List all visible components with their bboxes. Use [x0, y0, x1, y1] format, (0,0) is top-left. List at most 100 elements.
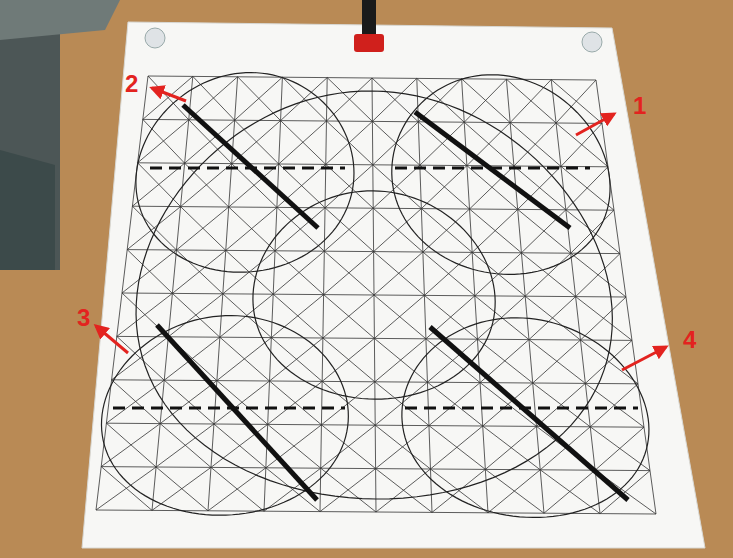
grid-line [432, 469, 485, 512]
grid-line [271, 295, 323, 338]
drawn-circle [402, 318, 649, 518]
grid-line [525, 296, 580, 340]
grid-line [143, 76, 193, 119]
dashed-line [395, 167, 590, 170]
grid-line [324, 295, 375, 339]
grid-line [279, 121, 327, 164]
grid-line [521, 210, 565, 253]
grid-line [483, 383, 533, 426]
drawn-circle [136, 91, 612, 499]
grid-line [430, 469, 488, 513]
pointer-arrow [96, 326, 128, 353]
grid-line [375, 382, 427, 425]
grid-line [533, 340, 581, 383]
grid-line [427, 382, 482, 426]
grid-line [321, 425, 375, 468]
grid-line [324, 251, 374, 295]
drawn-circle [253, 191, 495, 399]
dark-object [0, 0, 60, 270]
drawn-circle [136, 73, 354, 273]
grid-line [235, 77, 283, 120]
thick-line [157, 325, 317, 500]
pointer-arrow [622, 347, 666, 370]
grid-line [430, 426, 482, 469]
grid-line [571, 253, 626, 297]
grid-line [168, 294, 222, 337]
grid-line [536, 383, 585, 426]
grid-line [176, 207, 228, 250]
grid-line [590, 384, 638, 427]
grid-line [160, 381, 217, 424]
grid-line [326, 121, 372, 165]
grid-line [506, 79, 556, 123]
dashed-line [150, 167, 345, 170]
drawn-circle [101, 316, 348, 516]
grid-line [321, 468, 376, 512]
grid-line [485, 469, 544, 513]
grid-line [566, 210, 620, 254]
grid-line [423, 252, 475, 296]
grid-line [122, 250, 176, 293]
grid-line [112, 337, 169, 380]
grid-line [551, 80, 602, 124]
grid-line [472, 209, 518, 252]
grid-line [376, 469, 430, 512]
grid-line [424, 295, 477, 339]
grid-line [480, 383, 536, 427]
dashed-line [113, 407, 345, 410]
callout-number: 4 [683, 328, 696, 352]
grid-line [429, 426, 485, 470]
pointer-arrow [576, 114, 614, 135]
grid-line [576, 254, 620, 297]
grid-line [273, 251, 324, 294]
dark-object [0, 0, 120, 40]
grid-line [525, 253, 571, 296]
red-block [354, 34, 384, 52]
grid-line [580, 297, 626, 340]
grid-line [595, 427, 644, 470]
grid-line [322, 338, 374, 381]
grid-line [323, 338, 375, 382]
grid-line [576, 297, 632, 341]
grid-line [374, 295, 426, 339]
grid-line [211, 424, 268, 467]
grid-line [518, 209, 571, 253]
grid-line [544, 470, 595, 513]
grid-line [510, 80, 551, 123]
pin [582, 32, 602, 52]
grid-line [376, 426, 429, 469]
callout-number: 3 [77, 306, 90, 330]
callout-number: 2 [125, 72, 138, 96]
grid-line [266, 425, 322, 468]
grid-line [373, 208, 423, 252]
grid-line [277, 164, 326, 207]
grid-line [181, 164, 232, 207]
grid-line [464, 122, 514, 166]
grid-line [268, 381, 322, 424]
grid-line [429, 383, 480, 426]
grid-line [561, 166, 614, 210]
grid-line [324, 208, 373, 251]
dark-object [0, 150, 55, 270]
callout-number: 1 [633, 94, 646, 118]
grid-line [566, 167, 608, 210]
grid-line [323, 295, 374, 338]
grid-line [374, 252, 425, 296]
paper-sheet [82, 22, 705, 548]
grid-line [462, 79, 511, 123]
grid-line [585, 383, 644, 427]
thick-line [430, 327, 628, 500]
grid-line [374, 209, 422, 252]
grid-line [321, 425, 375, 469]
grid-line [106, 380, 164, 423]
grid-line [420, 165, 470, 209]
grid-line [320, 469, 376, 512]
grid-line [580, 340, 638, 384]
dashed-line [405, 407, 638, 410]
grid-line [226, 207, 277, 250]
grid-line [127, 207, 180, 250]
thick-line [415, 112, 570, 228]
grid-line [324, 252, 374, 295]
